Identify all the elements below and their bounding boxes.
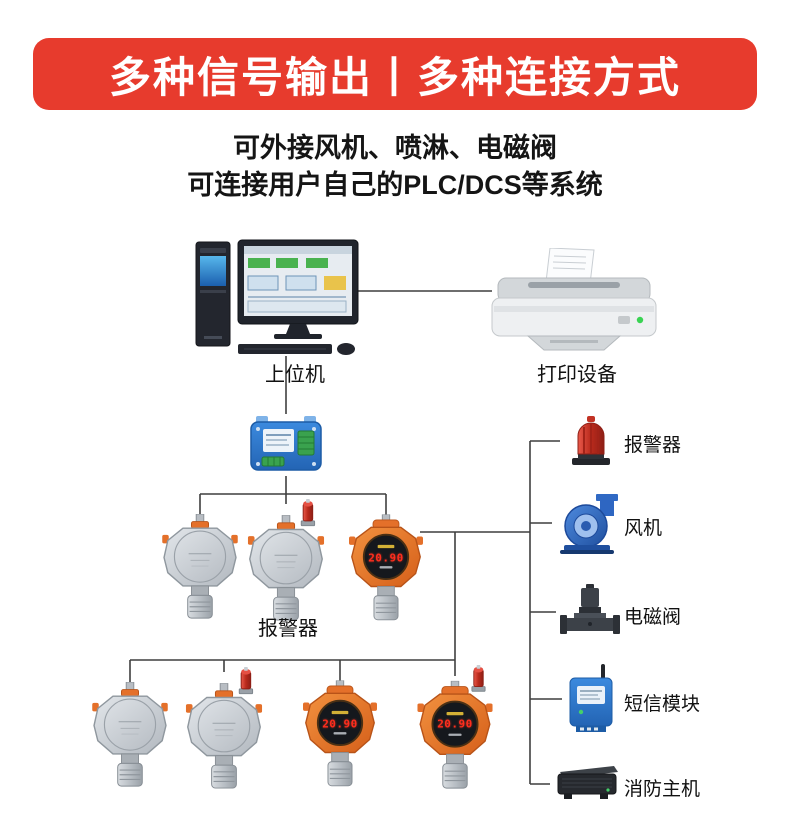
- gas-detector-beacon-icon: [185, 666, 263, 789]
- solenoid-valve: [560, 584, 620, 640]
- host-computer-label: 上位机: [265, 364, 325, 386]
- blower-fan: [556, 492, 622, 554]
- alarm-beacon-icon: [572, 416, 610, 465]
- alarm-beacon: [566, 414, 616, 468]
- sms-module-icon: [569, 664, 613, 732]
- gas-detector-display-beacon-icon: [417, 664, 493, 790]
- printer-icon: [491, 248, 657, 351]
- gas-detector-beacon-1: [245, 498, 327, 622]
- right-panel-label-alarm: 报警器: [624, 435, 682, 456]
- signal-converter-icon: [250, 416, 322, 471]
- gas-detector-display-beacon: 20.90: [414, 664, 496, 790]
- host-computer: [190, 238, 370, 356]
- gas-detector-display-2: 20.90: [303, 680, 377, 788]
- banner-title: 多种信号输出丨多种连接方式: [108, 53, 681, 101]
- right-panel-label-firehost: 消防主机: [624, 779, 701, 800]
- gas-detector-icon: [162, 514, 238, 620]
- gas-detector-display-icon: [303, 680, 377, 788]
- right-panel-label-sms: 短信模块: [624, 694, 701, 715]
- signal-converter-module: [250, 414, 322, 476]
- printer: [488, 248, 660, 352]
- gas-detector-display-1: 20.90: [349, 514, 423, 622]
- intro-line-1: 可外接风机、喷淋、电磁阀: [233, 133, 557, 163]
- detector-group-label: 报警器: [258, 618, 318, 640]
- gas-detector-beacon-2: [183, 666, 265, 790]
- fire-control-host-icon: [557, 766, 618, 799]
- gas-detector-plain-2: [92, 682, 168, 788]
- solenoid-valve-icon: [560, 584, 620, 634]
- right-panel-label-valve: 电磁阀: [624, 607, 682, 628]
- right-panel-label-fan: 风机: [624, 518, 663, 539]
- banner: 多种信号输出丨多种连接方式: [33, 38, 757, 110]
- fire-control-host: [554, 762, 620, 804]
- sms-module: [568, 664, 614, 734]
- gas-detector-icon: [92, 682, 168, 788]
- blower-fan-icon: [560, 494, 618, 554]
- gas-detector-beacon-icon: [247, 498, 325, 621]
- gas-detector-display-icon: [349, 514, 423, 622]
- intro-line-2: 可连接用户自己的PLC/DCS等系统: [187, 170, 603, 200]
- host-computer-icon: [195, 239, 359, 355]
- gas-detector-plain-1: [162, 514, 238, 620]
- printer-label: 打印设备: [537, 364, 617, 386]
